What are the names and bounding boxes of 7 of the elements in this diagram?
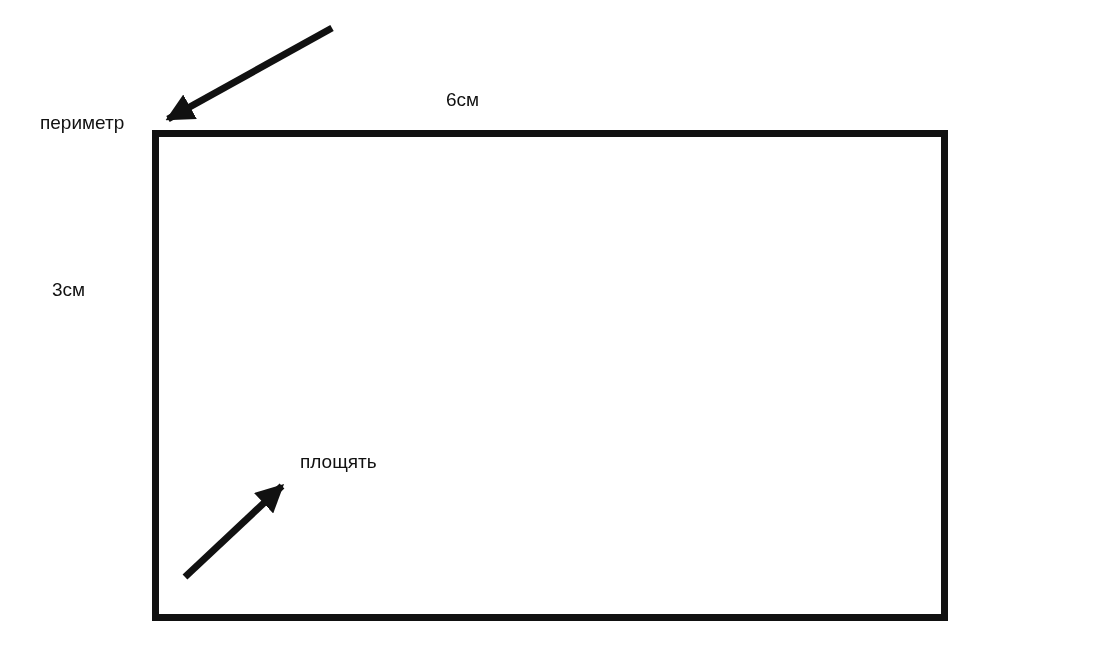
arrow (182, 483, 285, 580)
dimension-label: 3см (52, 279, 86, 301)
dimension-label: 6см (446, 89, 480, 111)
perimeter-label: периметр (40, 112, 125, 134)
rectangle-outline (152, 130, 948, 621)
area-label: площять (300, 451, 377, 473)
arrow (165, 24, 334, 123)
